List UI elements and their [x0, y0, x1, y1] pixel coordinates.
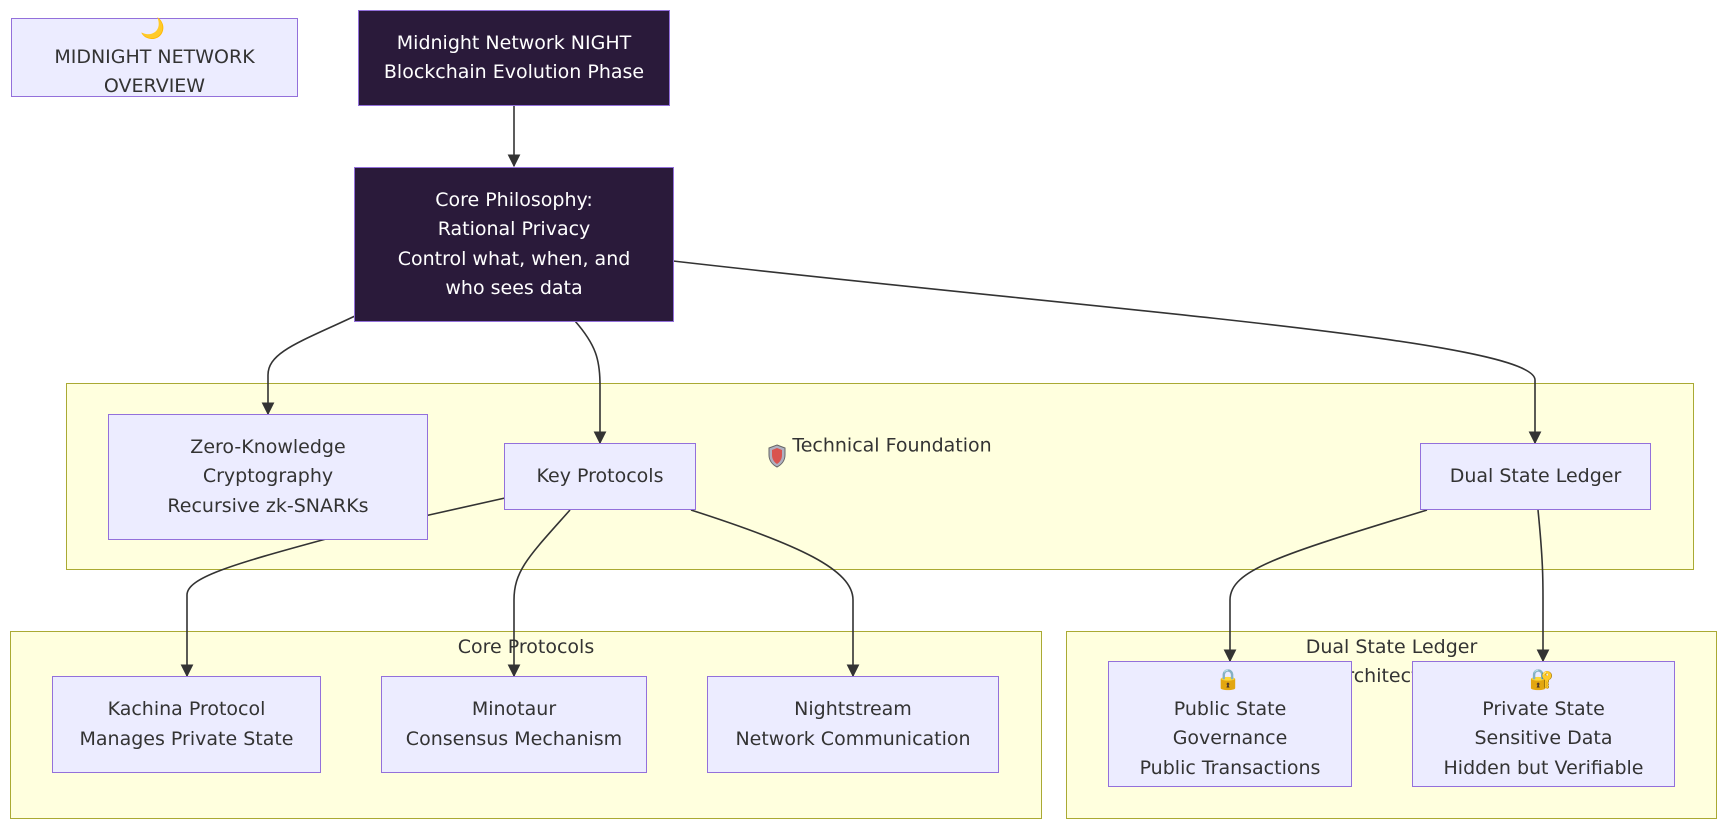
- node-philosophy-line1: Core Philosophy:: [435, 188, 593, 211]
- cluster-core-protocols-title: Core Protocols: [457, 636, 595, 658]
- node-public-line1: 🔒Public State: [1173, 667, 1287, 720]
- node-kachina-protocol[interactable]: Kachina Protocol Manages Private State: [52, 676, 321, 773]
- node-midnight-network-night[interactable]: Midnight Network NIGHT Blockchain Evolut…: [358, 10, 670, 106]
- node-zk-line1: Zero-Knowledge: [190, 435, 346, 458]
- node-public-line2: Governance: [1172, 727, 1288, 749]
- node-zero-knowledge[interactable]: Zero-Knowledge Cryptography Recursive zk…: [108, 414, 428, 540]
- edge-protocols-to-minotaur: [507, 509, 571, 678]
- node-minotaur[interactable]: Minotaur Consensus Mechanism: [381, 676, 647, 773]
- edge-ledger-to-public: [1223, 509, 1428, 663]
- node-core-philosophy[interactable]: Core Philosophy: Rational Privacy Contro…: [354, 167, 674, 322]
- node-kachina-line1: Kachina Protocol: [107, 698, 266, 720]
- legend-line2: OVERVIEW: [103, 75, 206, 97]
- cluster-technical-foundation-label: Technical Foundation: [792, 434, 992, 457]
- node-protocols-line1: Key Protocols: [536, 464, 664, 487]
- node-night-line2: Blockchain Evolution Phase: [383, 61, 645, 83]
- lock-icon: 🔒: [1215, 667, 1241, 691]
- node-philosophy-line4: who sees data: [445, 277, 583, 299]
- node-nightstream-line1: Nightstream: [794, 698, 912, 720]
- node-ledger-line1: Dual State Ledger: [1449, 464, 1622, 487]
- node-private-line1: 🔐Private State: [1482, 667, 1605, 720]
- edge-ledger-to-private: [1536, 509, 1550, 663]
- moon-icon: 🌙: [140, 16, 165, 40]
- node-public-line3: Public Transactions: [1139, 756, 1321, 779]
- node-zk-line3: Recursive zk-SNARKs: [167, 494, 369, 517]
- cluster-technical-foundation-title: Technical Foundation: [67, 386, 1693, 477]
- node-minotaur-line2: Consensus Mechanism: [405, 727, 623, 750]
- edge-philosophy-to-zk: [261, 315, 356, 416]
- node-minotaur-line1: Minotaur: [471, 698, 557, 720]
- legend-line1: 🌙MIDNIGHT NETWORK: [54, 16, 255, 68]
- node-philosophy-line2: Rational Privacy: [437, 218, 591, 240]
- node-private-line2: Sensitive Data: [1474, 727, 1613, 749]
- node-philosophy-line3: Control what, when, and: [397, 247, 631, 270]
- edge-protocols-to-nightstream: [690, 509, 860, 678]
- node-nightstream[interactable]: Nightstream Network Communication: [707, 676, 999, 773]
- shield-icon: [768, 415, 786, 477]
- legend-box: 🌙MIDNIGHT NETWORK OVERVIEW: [11, 16, 298, 97]
- lock-with-key-icon: 🔐: [1529, 667, 1554, 691]
- edge-philosophy-to-protocols: [574, 320, 607, 445]
- node-key-protocols[interactable]: Key Protocols: [504, 443, 696, 510]
- node-night-line1: Midnight Network NIGHT: [396, 31, 632, 54]
- edge-philosophy-to-ledger: [672, 260, 1542, 445]
- node-nightstream-line2: Network Communication: [735, 727, 971, 750]
- node-private-state[interactable]: 🔐Private State Sensitive Data Hidden but…: [1412, 661, 1675, 787]
- node-dual-state-ledger[interactable]: Dual State Ledger: [1420, 443, 1651, 510]
- node-zk-line2: Cryptography: [202, 465, 334, 488]
- node-public-state[interactable]: 🔒Public State Governance Public Transact…: [1108, 661, 1352, 787]
- node-kachina-line2: Manages Private State: [79, 727, 294, 750]
- node-private-line3: Hidden but Verifiable: [1443, 756, 1644, 779]
